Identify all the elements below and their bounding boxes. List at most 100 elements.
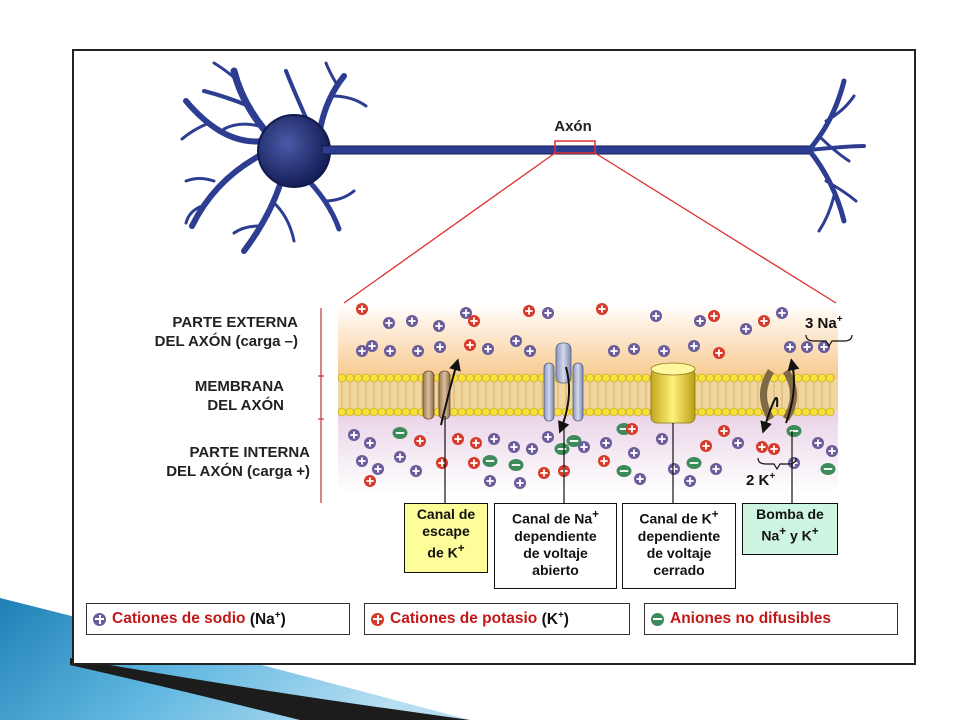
lipid-head	[553, 407, 563, 417]
lipid-head	[497, 407, 507, 417]
anion-particle	[786, 425, 802, 437]
sodium-ion	[384, 345, 396, 357]
na-k-pump	[760, 358, 800, 434]
lipid-head	[337, 373, 347, 383]
lipid-head	[345, 373, 355, 383]
sodium-ion	[410, 465, 422, 477]
sodium-ion	[412, 345, 424, 357]
potassium-ion	[758, 315, 770, 327]
section-brackets	[318, 308, 324, 503]
sodium-ion	[578, 441, 590, 453]
sodium-ion	[818, 341, 830, 353]
lipid-head	[745, 373, 755, 383]
lipid-head	[745, 407, 755, 417]
potassium-ion	[452, 433, 464, 445]
potassium-ion	[768, 443, 780, 455]
membrane-label: MEMBRANA DEL AXÓN	[120, 377, 284, 415]
lipid-head	[369, 407, 379, 417]
inside-label-line2: DEL AXÓN (carga +)	[166, 463, 310, 480]
lipid-head	[617, 407, 627, 417]
lipid-head	[737, 407, 747, 417]
lipid-head	[753, 407, 763, 417]
lipid-head	[721, 373, 731, 383]
lipid-head	[801, 407, 811, 417]
legend-sodium-text: Cationes de sodio (Na+)	[112, 609, 286, 628]
lipid-head	[729, 373, 739, 383]
lipid-head	[713, 373, 723, 383]
inside-label: PARTE INTERNA DEL AXÓN (carga +)	[114, 443, 310, 481]
na-box-line2: dependiente	[514, 527, 597, 544]
lipid-head	[481, 373, 491, 383]
lipid-head	[385, 407, 395, 417]
potassium-ion	[436, 457, 448, 469]
lipid-head	[817, 373, 827, 383]
potassium-ion	[364, 475, 376, 487]
lipid-head	[449, 407, 459, 417]
sodium-ion	[383, 317, 395, 329]
lipid-head	[353, 373, 363, 383]
na-box-line4: abierto	[532, 561, 579, 578]
lipid-head	[529, 407, 539, 417]
lipid-head	[457, 407, 467, 417]
lipid-head	[361, 373, 371, 383]
sodium-ion	[732, 437, 744, 449]
pump-box: Bomba de Na+ y K+	[742, 503, 838, 555]
pump-bottom-label: 2 K+	[746, 471, 775, 489]
sodium-ion	[406, 315, 418, 327]
sodium-ion	[784, 341, 796, 353]
lipid-head	[473, 407, 483, 417]
lipid-head	[369, 373, 379, 383]
k-box-line2: dependiente	[637, 527, 721, 544]
pump-bottom-brace	[757, 457, 797, 471]
potassium-ion	[713, 347, 725, 359]
lipid-head	[705, 373, 715, 383]
slide-swoosh-black	[70, 658, 470, 720]
lipid-head	[361, 407, 371, 417]
zoom-line-left	[343, 152, 556, 304]
lipid-head	[593, 407, 603, 417]
axon-label: Axón	[554, 118, 592, 135]
lipid-head	[601, 373, 611, 383]
lipid-head	[585, 407, 595, 417]
lipid-head	[489, 407, 499, 417]
legend-potassium-text: Cationes de potasio (K+)	[390, 609, 569, 628]
sodium-ion	[656, 433, 668, 445]
lipid-head	[809, 407, 819, 417]
lipid-head	[465, 407, 475, 417]
outside-label: PARTE EXTERNA DEL AXÓN (carga –)	[120, 313, 298, 351]
escape-box-line3: de K+	[427, 542, 465, 561]
legend-potassium: Cationes de potasio (K+)	[364, 603, 630, 635]
sodium-ion	[826, 445, 838, 457]
potassium-ion	[470, 437, 482, 449]
lipid-head	[633, 407, 643, 417]
sodium-ion	[394, 451, 406, 463]
inside-label-line1: PARTE INTERNA	[189, 444, 310, 461]
lipid-head	[721, 407, 731, 417]
lipid-head	[825, 407, 835, 417]
lipid-head	[585, 373, 595, 383]
potassium-cation-icon	[371, 612, 384, 626]
outside-label-line2: DEL AXÓN (carga –)	[154, 333, 298, 350]
potassium-ion	[523, 305, 535, 317]
sodium-ion	[482, 343, 494, 355]
lipid-head	[609, 407, 619, 417]
neuron-illustration	[180, 61, 866, 254]
potassium-ion	[596, 303, 608, 315]
sodium-ion	[634, 473, 646, 485]
potassium-ion	[626, 423, 638, 435]
lipid-head	[521, 373, 531, 383]
lipid-head	[377, 373, 387, 383]
sodium-cation-icon	[93, 612, 106, 626]
anion-icon	[651, 612, 664, 626]
sodium-ion	[510, 335, 522, 347]
sodium-ion	[542, 431, 554, 443]
lipid-head	[513, 373, 523, 383]
zoom-box	[554, 140, 596, 154]
anion-particle	[392, 427, 408, 439]
potassium-ion	[538, 467, 550, 479]
pointer-lines	[444, 416, 793, 503]
anion-particle	[554, 443, 570, 455]
sodium-ion	[694, 315, 706, 327]
potassium-ion	[718, 425, 730, 437]
k-box-line3: de voltaje	[646, 544, 712, 561]
